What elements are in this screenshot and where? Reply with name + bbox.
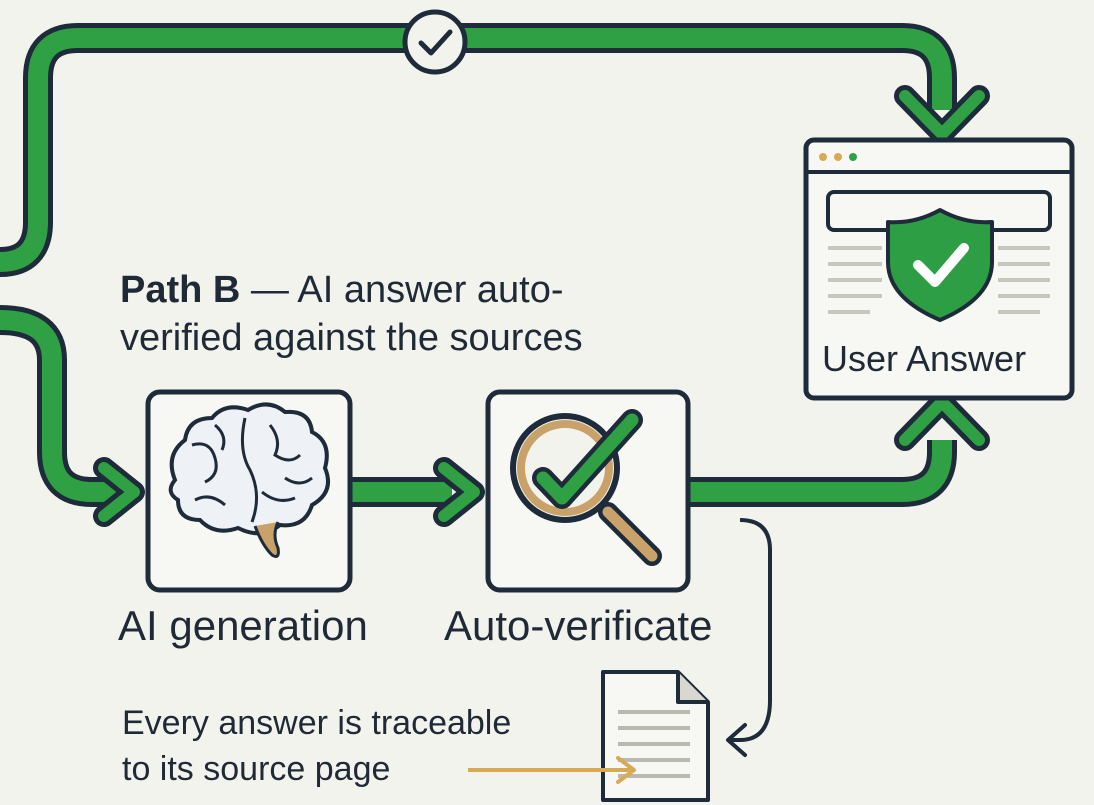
browser-window-icon [819,153,857,161]
magnifier-check-icon [510,409,662,566]
shield-check-icon [886,208,994,322]
user-answer-label: User Answer [822,338,1027,379]
auto-verify-label: Auto-verificate [444,602,713,649]
auto-verify-box [485,389,691,593]
traceability-connector [726,518,772,757]
user-answer-window [803,137,1075,401]
path-b-title: Path B — AI answer auto- verified agains… [120,266,583,362]
path-b-line2: verified against the sources [120,317,583,359]
path-b-line1: AI answer auto- [297,269,564,311]
ai-generation-box [145,389,353,593]
traceability-line1: Every answer is traceable [122,704,512,742]
brain-icon [168,402,330,558]
arrow-up-icon [894,391,990,451]
traceability-line2: to its source page [122,750,391,788]
path-b-label: Path B [120,269,241,311]
bottom-flow-path [0,305,957,507]
arrow-right-icon [93,457,145,527]
check-circle-icon [402,9,468,75]
gold-arrow-icon [468,756,636,784]
arrow-down-icon [894,85,990,145]
path-b-separator: — [240,269,298,311]
ai-generation-label: AI generation [118,602,368,649]
arrow-right-icon [433,457,485,527]
top-flow-path [0,23,957,277]
traceability-note: Every answer is traceable to its source … [122,700,511,792]
